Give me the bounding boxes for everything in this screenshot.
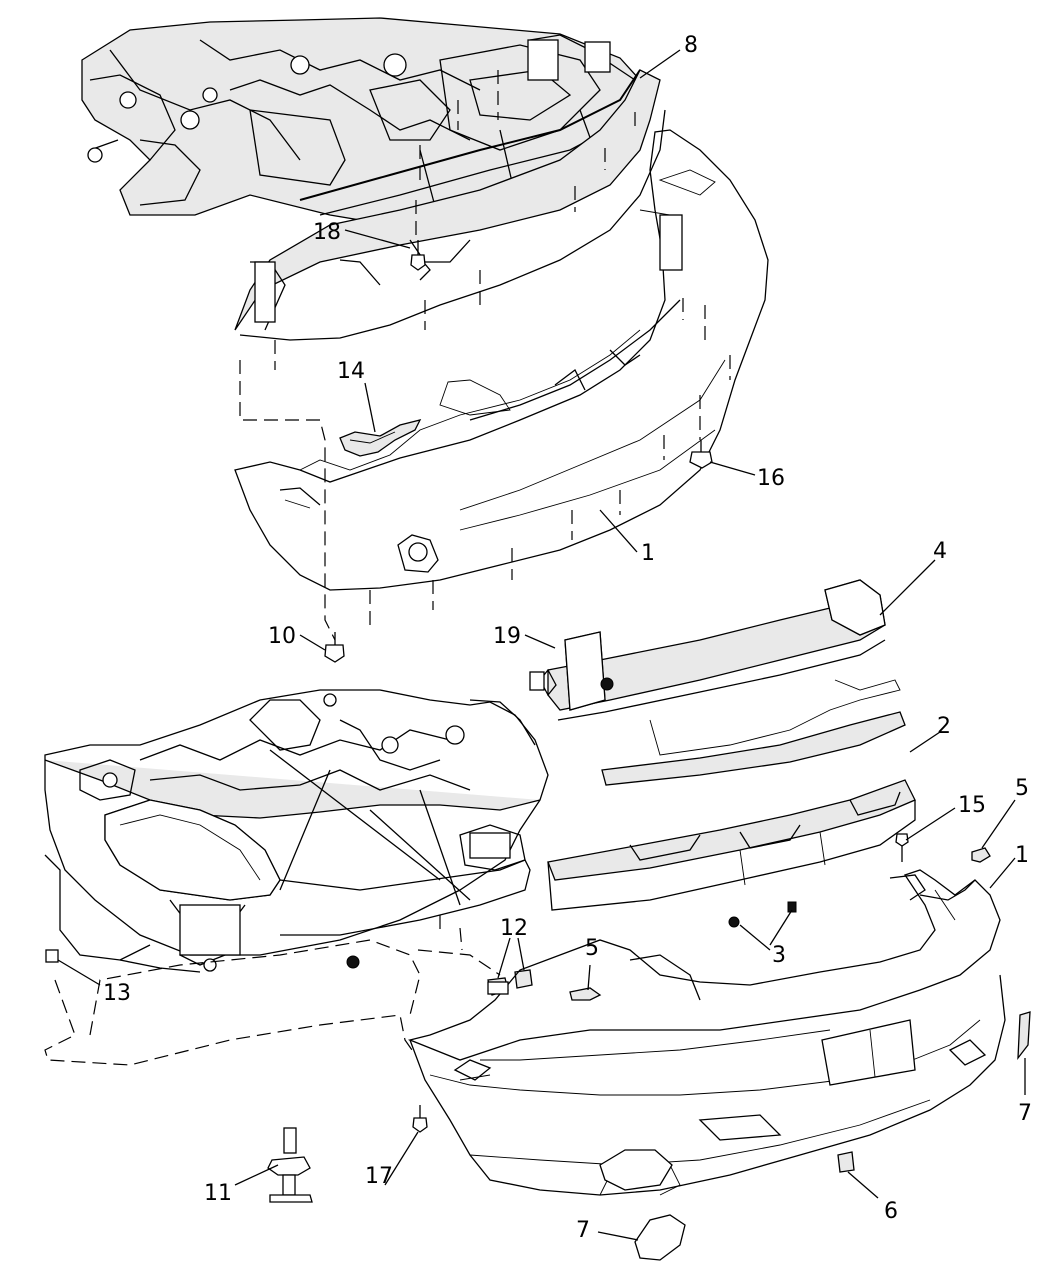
part-8-support-bracket [234, 69, 666, 341]
callout-17: 17 [365, 1164, 393, 1189]
part-7-cover-lower [634, 1214, 686, 1261]
part-13-clip [45, 949, 59, 963]
callout-labels: 8 18 14 16 1 4 10 19 2 5 15 1 12 3 5 13 … [103, 33, 1032, 1243]
part-17-screw [412, 1105, 428, 1133]
upper-engine-bay [81, 17, 641, 231]
part-1-lower-fascia [407, 869, 1006, 1196]
lower-installation-lines [44, 915, 501, 1066]
callout-1-lower: 1 [1015, 843, 1029, 868]
part-1-upper-fascia [234, 129, 769, 591]
callout-1-upper: 1 [641, 541, 655, 566]
part-19-beam-bracket [529, 671, 545, 691]
callout-16: 16 [757, 466, 785, 491]
part-6-cap [837, 1151, 855, 1173]
callout-11: 11 [204, 1181, 232, 1206]
callout-5-mid: 5 [585, 936, 599, 961]
part-4-reinforcement-beam [539, 579, 901, 756]
part-5-cover-mid [569, 987, 602, 1001]
callout-14: 14 [337, 359, 365, 384]
callout-8: 8 [684, 33, 698, 58]
callout-18: 18 [313, 220, 341, 245]
lower-engine-bay [44, 689, 549, 973]
callout-13: 13 [103, 981, 131, 1006]
part-5-cover-top [971, 847, 991, 863]
callout-12: 12 [500, 916, 528, 941]
part-7-reflector-right [1017, 1011, 1031, 1061]
part-10-retainer [324, 632, 345, 663]
part-16-fastener [689, 440, 713, 469]
part-2-energy-absorber [547, 711, 916, 911]
callout-4: 4 [933, 539, 947, 564]
callout-7-lower: 7 [576, 1218, 590, 1243]
callout-19: 19 [493, 624, 521, 649]
leader-lines [57, 49, 1026, 1241]
callout-3: 3 [772, 943, 786, 968]
callout-15: 15 [958, 793, 986, 818]
callout-6: 6 [884, 1199, 898, 1224]
callout-2: 2 [937, 714, 951, 739]
part-11-stud [267, 1127, 313, 1203]
callout-10: 10 [268, 624, 296, 649]
part-14-bracket [339, 419, 422, 457]
part-18-screw [410, 240, 426, 271]
part-15-screw [895, 833, 909, 862]
callout-7-right: 7 [1018, 1101, 1032, 1126]
upper-installation-lines [239, 70, 731, 641]
callout-5-top: 5 [1015, 776, 1029, 801]
part-3-nut [728, 901, 797, 928]
